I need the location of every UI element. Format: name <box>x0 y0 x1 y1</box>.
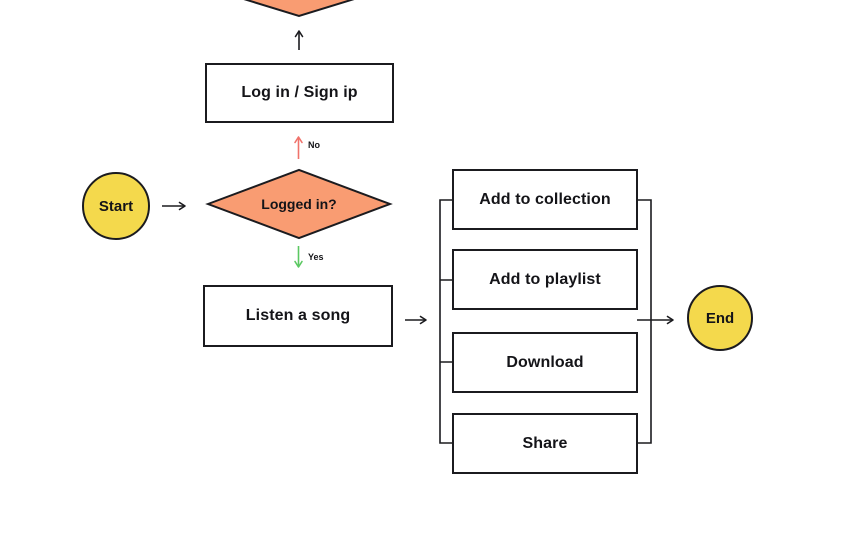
actions-right-bracket <box>638 199 652 444</box>
node-listen-a-song[interactable]: Listen a song <box>203 285 393 347</box>
add-to-playlist-label: Add to playlist <box>489 270 601 288</box>
node-login-signup[interactable]: Log in / Sign ip <box>205 63 394 123</box>
end-label: End <box>705 309 735 327</box>
node-share[interactable]: Share <box>452 413 638 474</box>
add-to-collection-label: Add to collection <box>479 190 611 208</box>
edge-label-no: No <box>308 140 320 150</box>
share-label: Share <box>522 434 568 452</box>
login-label: Log in / Sign ip <box>241 84 358 101</box>
offscreen-diamond-node[interactable] <box>208 0 390 18</box>
actions-left-bracket <box>439 199 452 444</box>
start-node[interactable]: Start <box>82 172 150 240</box>
listen-label: Listen a song <box>245 307 351 324</box>
end-node[interactable]: End <box>687 285 753 351</box>
start-label: Start <box>98 197 134 215</box>
decision-diamond-logged-in[interactable] <box>205 168 393 240</box>
node-add-to-collection[interactable]: Add to collection <box>452 169 638 230</box>
download-label: Download <box>506 353 584 371</box>
edge-label-yes: Yes <box>308 252 324 262</box>
node-download[interactable]: Download <box>452 332 638 393</box>
node-add-to-playlist[interactable]: Add to playlist <box>452 249 638 310</box>
